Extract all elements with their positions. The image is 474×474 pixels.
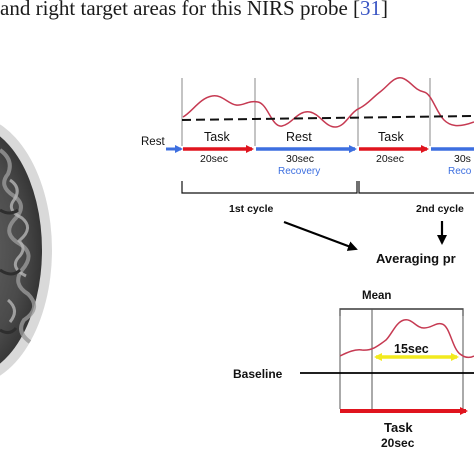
task-duration: 20sec (381, 436, 415, 450)
averaged-response-panel: Mean 15sec Baseline Task 20sec (233, 290, 474, 450)
task-label: Task (384, 420, 413, 435)
caption-text: and right target areas for this NIRS pro… (0, 0, 361, 20)
nirs-signal-trace (182, 77, 474, 128)
averaged-signal-trace (339, 319, 474, 359)
cycle-bracket (181, 181, 358, 194)
cycle-label: 1st cycle (229, 203, 274, 215)
mean-label: Mean (362, 290, 391, 302)
baseline-label: Baseline (233, 367, 283, 381)
phase-duration: 20sec (376, 153, 404, 165)
phase-duration: 30sec (286, 153, 314, 165)
caption-close: ] (381, 0, 389, 20)
mean-bracket (339, 308, 464, 316)
phase-duration: 30s (454, 153, 471, 165)
phase-label: Task (204, 130, 230, 144)
citation-link[interactable]: 31 (360, 0, 382, 20)
averaging-arrow (283, 220, 358, 251)
phase-duration: 20sec (200, 153, 228, 165)
window-label: 15sec (394, 342, 429, 356)
cycle-bracket (358, 181, 474, 194)
rest-label: Rest (141, 136, 165, 148)
mean-dashed-line (181, 115, 474, 121)
phase-label: Task (378, 130, 404, 144)
recovery-label: Recovery (278, 166, 320, 177)
averaging-label: Averaging pr (376, 251, 456, 266)
figure-caption: and right target areas for this NIRS pro… (0, 0, 474, 29)
phase-label: Rest (286, 130, 312, 144)
brain-scan-image (0, 124, 52, 376)
recovery-label: Reco (448, 166, 472, 177)
cycle-label: 2nd cycle (416, 203, 464, 215)
timeline-panel: Rest Task 20sec Rest 30sec Recovery Task… (141, 77, 474, 266)
